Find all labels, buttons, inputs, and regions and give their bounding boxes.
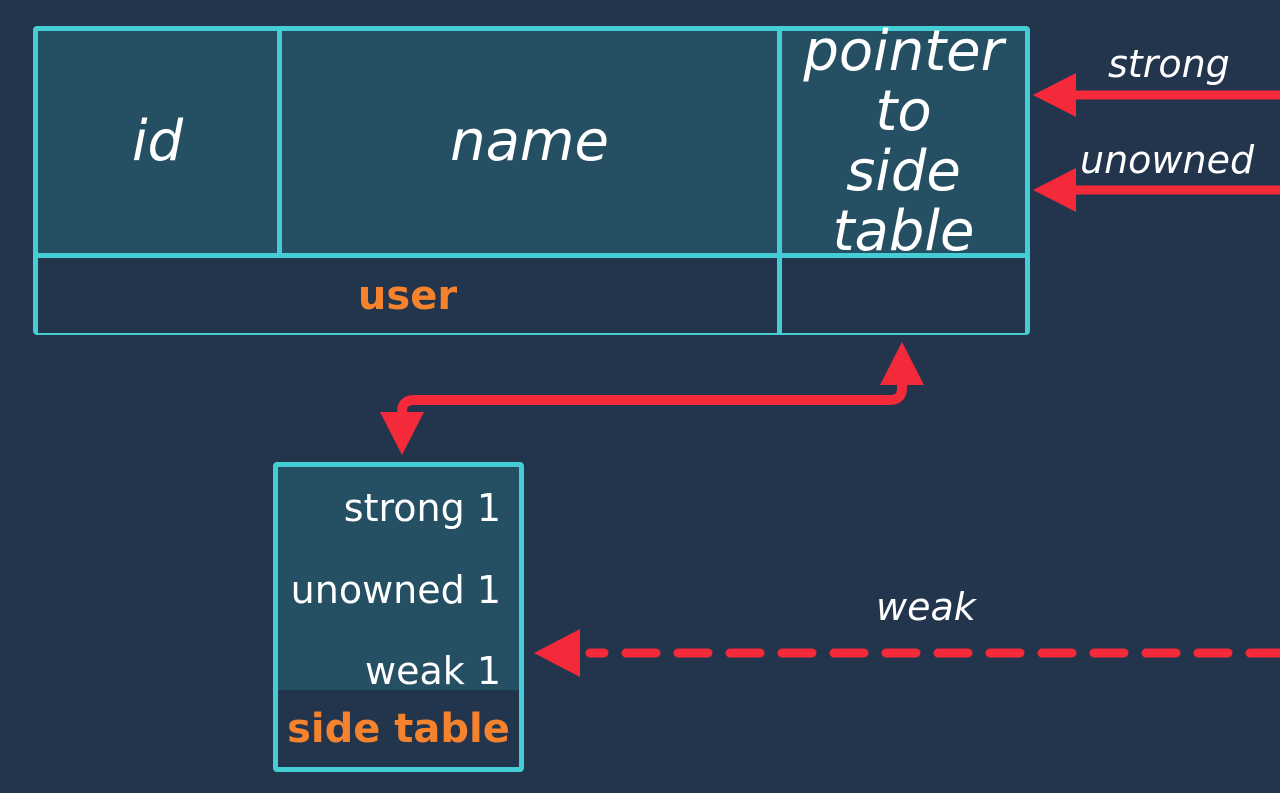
table-cell-name: name bbox=[282, 31, 777, 253]
side-table-counts: strong 1 unowned 1 weak 1 bbox=[278, 467, 519, 690]
object-type-label: user bbox=[357, 272, 458, 319]
arrow-label-unowned: unowned bbox=[1080, 138, 1255, 182]
user-object-table: id name pointer to side table user bbox=[33, 22, 1030, 335]
table-cell-id: id bbox=[38, 31, 277, 253]
column-divider-2 bbox=[777, 31, 782, 333]
side-table-strong-row: strong 1 bbox=[343, 486, 501, 530]
side-table: strong 1 unowned 1 weak 1 side table bbox=[273, 462, 524, 772]
table-footer-type-cell: user bbox=[38, 258, 777, 333]
arrow-weak bbox=[534, 629, 1280, 677]
arrow-label-strong: strong bbox=[1108, 42, 1230, 86]
field-label-id: id bbox=[131, 109, 184, 175]
arrow-label-weak: weak bbox=[876, 585, 976, 629]
side-table-type-label: side table bbox=[287, 705, 510, 752]
side-table-weak-row: weak 1 bbox=[364, 649, 501, 693]
column-divider-1 bbox=[277, 31, 282, 253]
field-label-pointer-line-2: to bbox=[875, 79, 932, 145]
side-table-unowned-row: unowned 1 bbox=[290, 567, 501, 612]
table-cell-pointer-to-side-table: pointer to side table bbox=[782, 22, 1025, 261]
row-divider bbox=[38, 253, 1025, 258]
table-footer-pointer-cell bbox=[782, 258, 1025, 333]
side-table-footer: side table bbox=[278, 690, 519, 767]
field-label-name: name bbox=[450, 109, 609, 175]
field-label-pointer-line-1: pointer bbox=[803, 19, 1004, 85]
field-label-pointer-line-3: side table bbox=[832, 139, 975, 264]
arrow-pointer-to-side-table bbox=[380, 342, 924, 455]
